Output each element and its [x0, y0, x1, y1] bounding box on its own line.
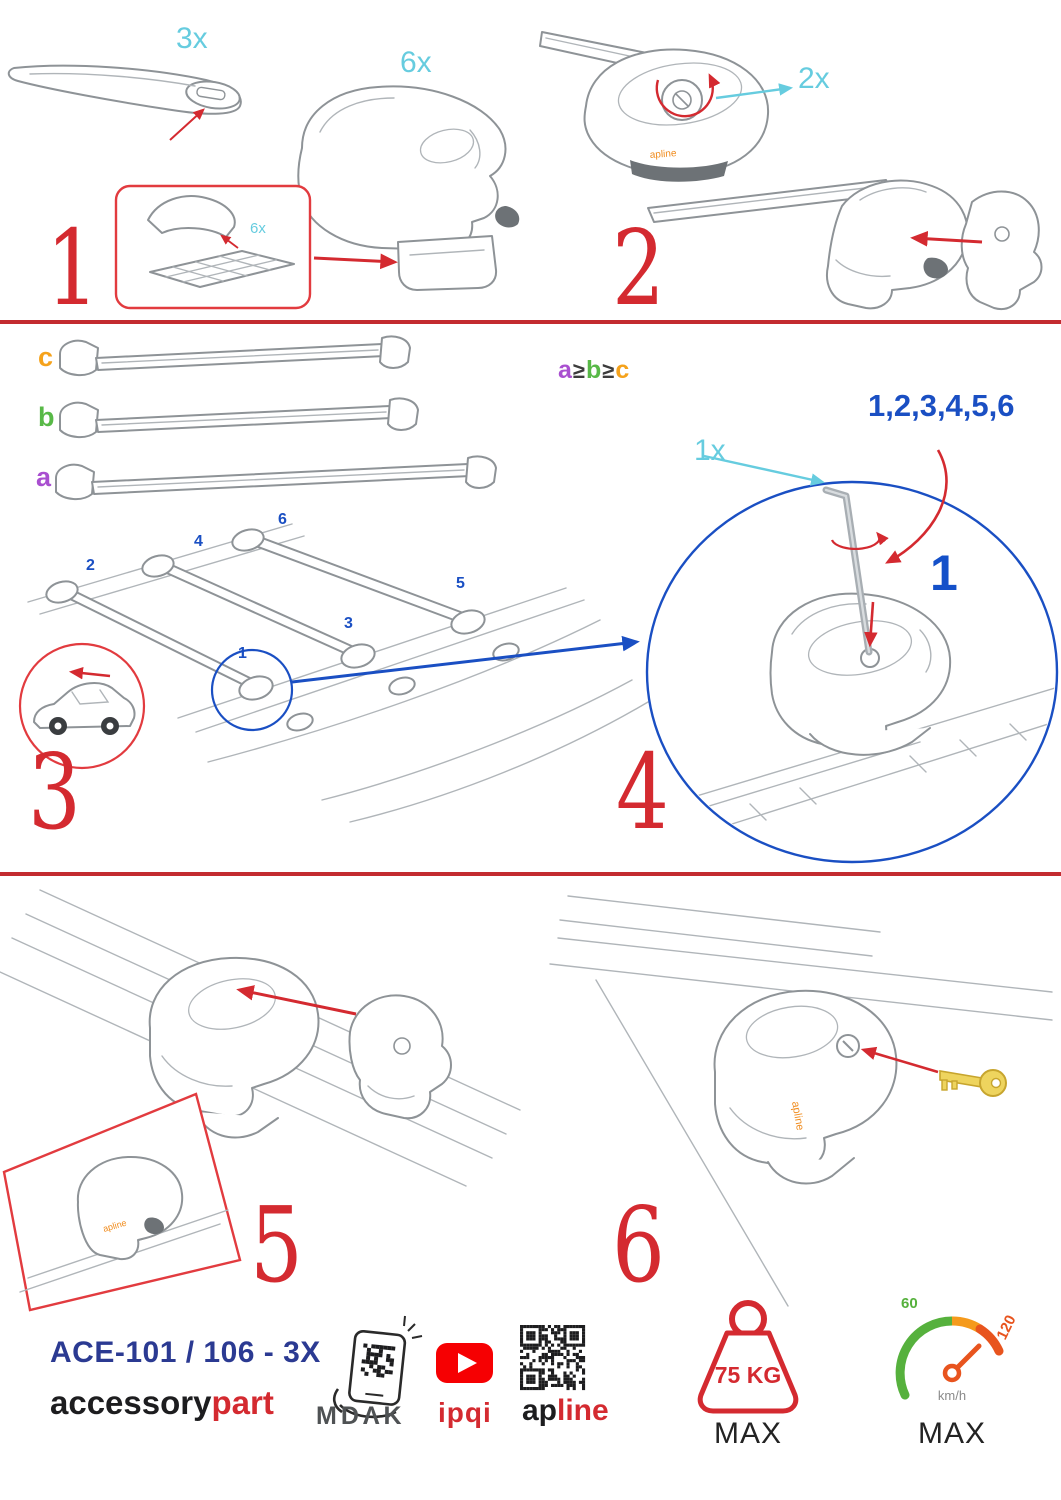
rule-b: b [585, 356, 602, 384]
thumb-line [332, 1388, 343, 1414]
foot-tightening-detail [649, 486, 1055, 843]
mdak-logo: MDΛK [316, 1402, 406, 1430]
position-2: 2 [86, 557, 95, 574]
tighten-down-arrow [864, 601, 878, 648]
roof-assembly [27, 523, 649, 823]
lock-scene: apline [549, 895, 1053, 1307]
position-1: 1 [238, 645, 247, 662]
foot-top-view: apline [539, 31, 770, 182]
position-4: 4 [194, 533, 203, 550]
foot-logo-text: apline [649, 148, 677, 161]
position1-highlight-circle [210, 648, 294, 732]
rule-ge1: ≥ [572, 358, 585, 383]
step5-illustration: apline [0, 889, 521, 1312]
speed-unit-label: km/h [937, 1388, 967, 1403]
step1-illustration [7, 64, 520, 310]
crossbar-profile [7, 64, 242, 141]
slide-on-arrow [236, 985, 357, 1016]
foot-logo-text: apline [789, 1100, 806, 1131]
position-5: 5 [456, 575, 465, 592]
step6-illustration: apline [549, 895, 1053, 1307]
apline-black: ap [522, 1394, 558, 1427]
car-direction-inset [18, 642, 146, 770]
accessorypart-logo: accessorypart [50, 1386, 274, 1419]
turn-knob-arrow [655, 73, 721, 118]
rule-a: a [558, 356, 572, 384]
bar-label-a: a [36, 462, 52, 492]
key-insert-arrow [860, 1046, 939, 1074]
pad-detail-inset-box [114, 184, 312, 310]
step3-illustration [18, 335, 649, 823]
scan-rays-icon [403, 1315, 423, 1339]
tightening-sequence: 1,2,3,4,5,6 [868, 388, 1015, 423]
apline-red: line [557, 1394, 609, 1427]
brand-accessory: accessory [50, 1384, 212, 1421]
speed-limit-gauge-icon [895, 1316, 1004, 1400]
section-divider-1 [0, 320, 1061, 324]
weight-limit-value: 75 KG [715, 1362, 781, 1388]
step2-number: 2 [612, 207, 665, 329]
size-rule: a≥b≥c [558, 358, 629, 383]
sequence-order-arrow [885, 449, 948, 564]
mount-direction-arrow [68, 666, 111, 680]
apline-logo: apline [522, 1396, 609, 1426]
inset-to-foot-arrow [313, 253, 398, 270]
crossbar-b [59, 397, 419, 438]
cover-attach-arrow [910, 231, 983, 247]
step6-number: 6 [612, 1184, 665, 1306]
step5-number: 5 [250, 1184, 303, 1306]
weight-limit-icon: 75 KG [697, 1300, 799, 1414]
cover-qty-label: 2x [798, 62, 830, 95]
step4-illustration [645, 449, 1059, 864]
youtube-icon [436, 1343, 493, 1383]
crossbar-a [55, 455, 497, 500]
speed-max-label: MAX [917, 1417, 986, 1450]
step1-number: 1 [46, 207, 99, 329]
installed-clamp-inset: apline [2, 1092, 242, 1312]
section-divider-2 [0, 872, 1061, 876]
qr-code-icon [520, 1325, 586, 1391]
rule-c: c [615, 356, 630, 384]
bar-foot-cover-assembly [647, 179, 1043, 310]
pad-qty-label: 6x [250, 220, 266, 237]
step4-number: 4 [616, 731, 669, 853]
foot-qty-label: 6x [400, 46, 432, 79]
cover-qty-arrow [715, 83, 794, 100]
crossbar-c [59, 335, 411, 376]
position-6: 6 [278, 511, 287, 528]
rotate-key-arrow [830, 531, 889, 550]
tool-qty-arrow [703, 454, 826, 486]
hand-icon [339, 1404, 397, 1419]
speed-low-label: 60 [901, 1295, 918, 1312]
step3-number: 3 [28, 731, 81, 853]
foot-clamp [297, 85, 520, 291]
tool-qty-label: 1x [694, 434, 726, 467]
footer-icons: 75 KG [332, 1300, 1004, 1419]
clamp-attachment-scene [0, 889, 521, 1187]
bar-label-b: b [38, 402, 55, 432]
detail-zoom-arrow [291, 635, 640, 684]
ipqi-logo: ipqi [438, 1397, 492, 1428]
product-model: ACE-101 / 106 - 3X [50, 1336, 321, 1369]
bar-label-c: c [38, 342, 54, 372]
step2-illustration: apline [539, 31, 1043, 310]
brand-part: part [211, 1384, 274, 1421]
rule-ge2: ≥ [602, 358, 615, 383]
key-icon [939, 1069, 1007, 1097]
weight-max-label: MAX [713, 1417, 782, 1450]
position-3: 3 [344, 615, 353, 632]
sequence-first-number: 1 [930, 545, 958, 601]
scan-phone-icon [332, 1315, 423, 1419]
bar-qty-label: 3x [176, 22, 208, 55]
